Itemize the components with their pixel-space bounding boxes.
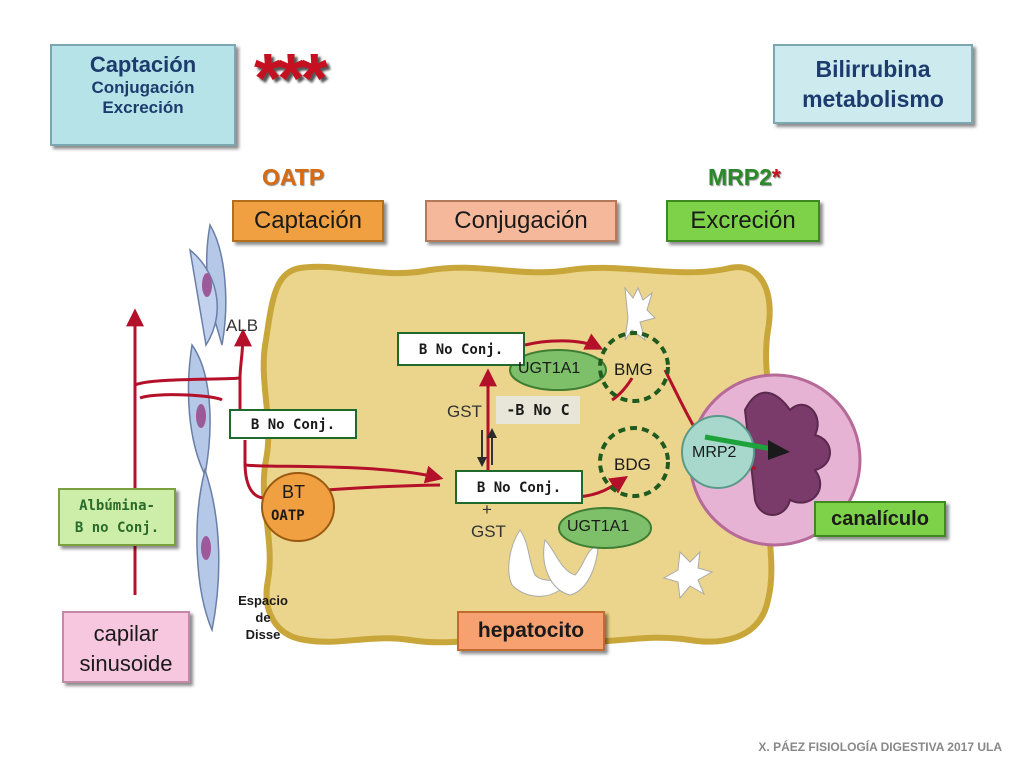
ugt-bottom-label: UGT1A1 [567, 518, 630, 535]
step-uptake-label: Captación [253, 207, 363, 234]
albumin-line-2: B no Conj. [74, 520, 160, 536]
step-excretion-label: Excreción [690, 207, 796, 234]
bmg-label: BMG [614, 360, 653, 379]
bmg-circle [598, 331, 670, 403]
star-marks: *** [254, 39, 328, 117]
process-title: Captación [89, 52, 197, 77]
bdg-circle [598, 426, 670, 498]
step-excretion-box: Excreción [666, 200, 820, 242]
oatp-label: OATP [262, 164, 325, 190]
minus-b-no-c: -B No C [496, 396, 580, 424]
albumin-box: Albúmina- B no Conj. [58, 488, 176, 546]
b-no-conj-mid: B No Conj. [455, 470, 583, 504]
mrp2-pump [681, 415, 755, 489]
mrp2-star: * [771, 164, 781, 190]
bdg-label: BDG [614, 455, 651, 474]
mrp2-text: MRP2 [708, 164, 772, 190]
process-line-3: Excreción [102, 98, 184, 117]
topic-line-1: Bilirrubina [815, 56, 931, 82]
oatp-in-bt-label: OATP [271, 508, 305, 524]
hepatocito-box: hepatocito [457, 611, 605, 651]
b-no-conj-left: B No Conj. [229, 409, 357, 439]
disse-label: Espacio de Disse [228, 592, 298, 643]
flow-arrows [126, 308, 760, 595]
disse-line-2: de [255, 610, 271, 625]
footer-credit: X. PÁEZ FISIOLOGÍA DIGESTIVA 2017 ULA [758, 740, 1002, 754]
process-line-2: Conjugación [91, 78, 195, 97]
bt-label: BT [282, 482, 306, 502]
process-summary-box: Captación Conjugación Excreción [50, 44, 236, 146]
albumin-line-1: Albúmina- [79, 498, 155, 514]
plus-sign: + [482, 500, 492, 519]
canaliculo-label: canalículo [831, 508, 929, 530]
step-conjugation-label: Conjugación [454, 207, 588, 234]
b-no-conj-top: B No Conj. [397, 332, 525, 366]
bt-oatp-transporter [261, 472, 335, 542]
canaliculo-box: canalículo [814, 501, 946, 537]
mrp2-pump-label: MRP2 [692, 444, 737, 461]
alb-label: ALB [226, 316, 259, 335]
disse-line-3: Disse [245, 627, 281, 642]
gst-exchange-arrows [477, 428, 497, 467]
ugt-top-label: UGT1A1 [518, 360, 581, 377]
mrp2-label: MRP2* [708, 164, 781, 191]
disse-line-1: Espacio [238, 593, 288, 608]
gst-top-label: GST [447, 402, 482, 421]
step-uptake-box: Captación [232, 200, 384, 242]
step-conjugation-box: Conjugación [425, 200, 617, 242]
organelles [508, 286, 714, 600]
endothelial-cells [187, 222, 227, 633]
topic-line-2: metabolismo [802, 86, 944, 112]
capilar-line-2: sinusoide [79, 651, 173, 676]
ugt1a1-bottom [558, 507, 652, 549]
hepatocito-label: hepatocito [477, 619, 585, 642]
topic-box: Bilirrubina metabolismo [773, 44, 973, 124]
capilar-line-1: capilar [93, 621, 159, 646]
gst-bottom-label: GST [471, 522, 506, 541]
ugt1a1-top [509, 349, 607, 391]
capilar-box: capilar sinusoide [62, 611, 190, 683]
mrp2-green-arrow [704, 434, 779, 453]
